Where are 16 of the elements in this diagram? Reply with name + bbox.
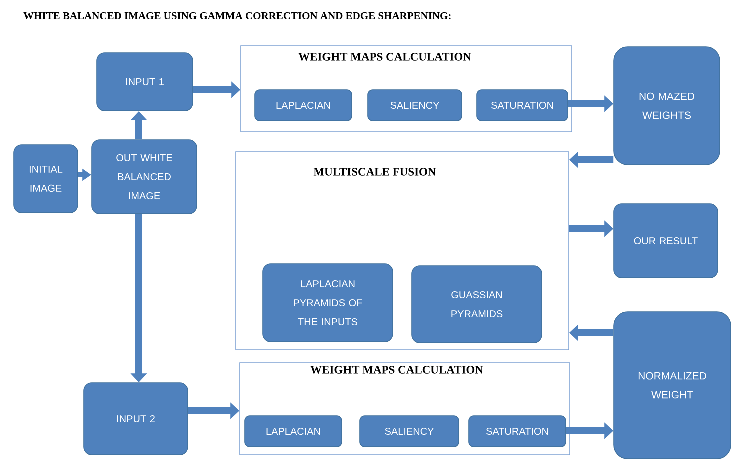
title: WHITE BALANCED IMAGE USING GAMMA CORRECTION AND EDGE SHARPENING: (24, 12, 451, 20)
process-box: NO MAZED WEIGHTS (614, 46, 720, 166)
process-box: OUR RESULT (614, 204, 718, 278)
process-box: SALIENCY (360, 416, 460, 448)
process-box: INPUT 2 (84, 382, 188, 456)
process-box: OUT WHITE BALANCED IMAGE (92, 140, 198, 214)
process-box: INITIAL IMAGE (14, 144, 78, 214)
process-box: GUASSIAN PYRAMIDS (412, 266, 542, 344)
process-box: INPUT 1 (96, 52, 194, 112)
process-box: SATURATION (468, 416, 566, 448)
process-box: SATURATION (476, 90, 568, 122)
process-box: SALIENCY (368, 90, 462, 122)
process-box: LAPLACIAN PYRAMIDS OF THE INPUTS (262, 264, 394, 342)
process-box: NORMALIZED WEIGHT (614, 312, 731, 459)
process-box: LAPLACIAN (254, 90, 352, 122)
process-box: LAPLACIAN (244, 416, 342, 448)
